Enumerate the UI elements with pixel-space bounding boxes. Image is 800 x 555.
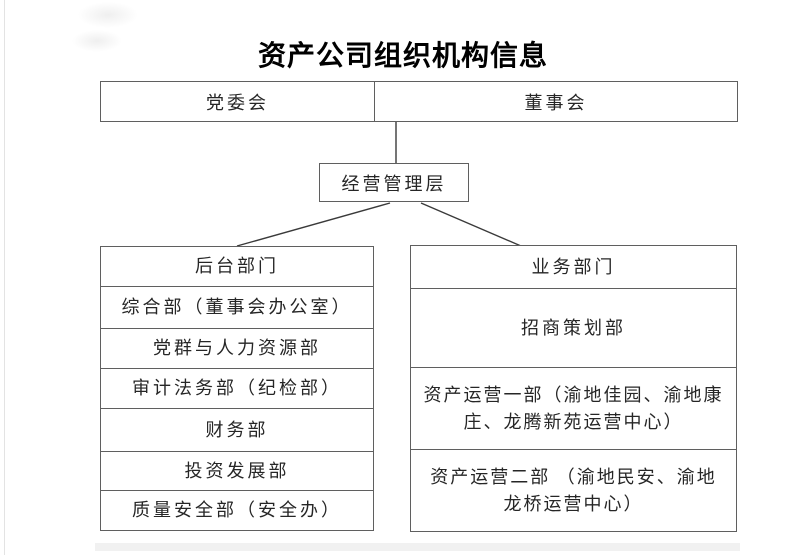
scan-noise-smudge (78, 2, 138, 28)
back-office-item-finance: 财务部 (101, 408, 373, 451)
back-office-table: 后台部门 综合部（董事会办公室） 党群与人力资源部 审计法务部（纪检部） 财务部… (100, 246, 374, 531)
scan-left-edge-artifact (4, 0, 5, 555)
business-item-asset-operation-2: 资产运营二部 （渝地民安、渝地 龙桥运营中心） (411, 449, 736, 531)
box-management-layer: 经营管理层 (319, 163, 469, 202)
cell-party-committee: 党委会 (206, 92, 269, 113)
business-item-investment-promotion: 招商策划部 (411, 288, 736, 367)
top-governance-row: 党委会 董事会 (100, 81, 738, 122)
cell-board-of-directors: 董事会 (374, 82, 737, 121)
business-item-asset-operation-1: 资产运营一部（渝地佳园、渝地康 庄、龙腾新苑运营中心） (411, 367, 736, 449)
connector-management-to-business (420, 202, 522, 247)
back-office-header: 后台部门 (195, 256, 279, 276)
back-office-item-party-hr: 党群与人力资源部 (101, 328, 373, 368)
back-office-item-quality-safety: 质量安全部（安全办） (101, 490, 373, 530)
business-header: 业务部门 (531, 256, 616, 277)
page-title: 资产公司组织机构信息 (257, 41, 548, 72)
business-table: 业务部门 招商策划部 资产运营一部（渝地佳园、渝地康 庄、龙腾新苑运营中心） 资… (410, 245, 737, 532)
back-office-item-audit-legal: 审计法务部（纪检部） (101, 368, 373, 408)
scan-noise-smudge (72, 30, 122, 52)
scan-bottom-artifact (95, 543, 740, 551)
back-office-item-general-office: 综合部（董事会办公室） (101, 286, 373, 328)
connector-management-to-back-office (236, 202, 391, 247)
back-office-item-investment: 投资发展部 (101, 451, 373, 490)
